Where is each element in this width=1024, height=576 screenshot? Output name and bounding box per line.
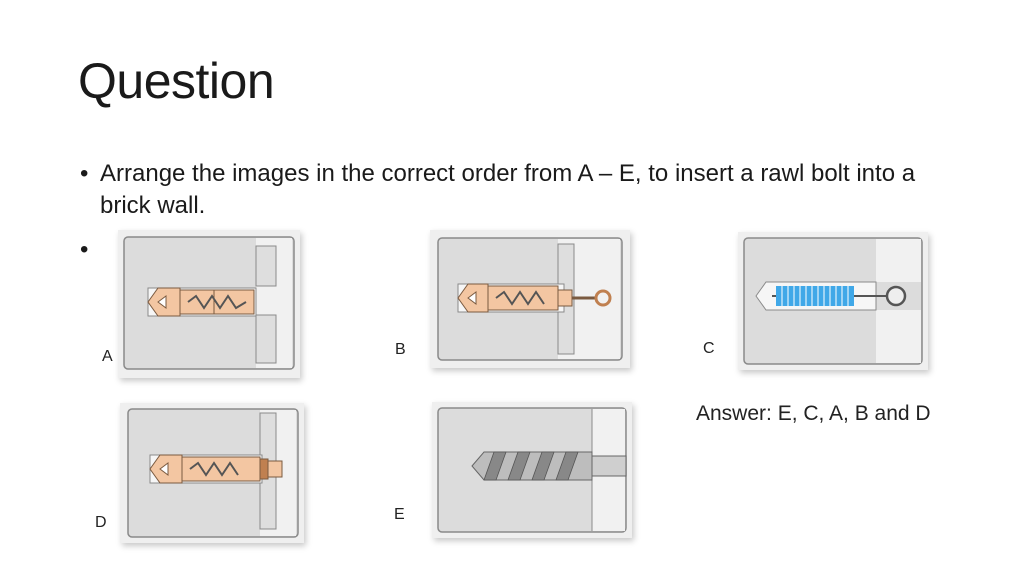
figure-d-label: D	[95, 514, 107, 531]
figure-a-label: A	[102, 348, 113, 365]
answer-text: Answer: E, C, A, B and D	[696, 402, 931, 425]
slide-title: Question	[78, 53, 275, 109]
empty-bullet: •	[80, 236, 89, 263]
figure-b-image	[430, 230, 630, 368]
figure-c-label: C	[703, 340, 715, 357]
figure-c-image	[738, 232, 928, 370]
figure-a-image	[118, 230, 300, 378]
figure-b-label: B	[395, 341, 406, 358]
bullet-item: • Arrange the images in the correct orde…	[78, 158, 938, 222]
figure-e-image	[432, 402, 632, 538]
bullet-text: Arrange the images in the correct order …	[100, 160, 916, 219]
figure-e-label: E	[394, 506, 405, 523]
bullet-list: • Arrange the images in the correct orde…	[78, 158, 938, 222]
bullet-dot: •	[80, 160, 89, 187]
figure-d-image	[120, 403, 304, 543]
